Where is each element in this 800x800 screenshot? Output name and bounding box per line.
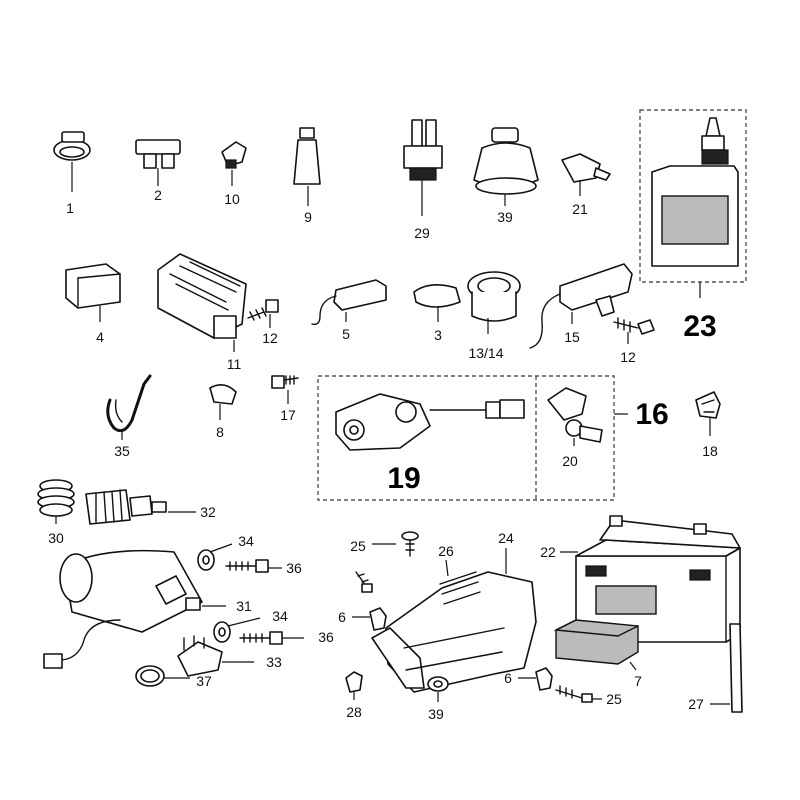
part-28-bulb: [345, 671, 363, 700]
part-7-foam-pad: [553, 619, 639, 671]
part-18-clip: [695, 391, 721, 436]
part-19-ignition-switch: [335, 393, 525, 451]
label-25-bottom: 25: [606, 691, 622, 707]
part-15-sensor: [529, 263, 633, 349]
group-16-box: [317, 375, 615, 501]
label-3: 3: [434, 327, 442, 343]
label-24: 24: [498, 530, 514, 546]
part-33-brush-holder: [177, 635, 254, 677]
label-33: 33: [266, 654, 282, 670]
label-11: 11: [227, 356, 242, 372]
label-34-top: 34: [238, 533, 254, 549]
label-30: 30: [48, 530, 64, 546]
part-25-screw-bottom: [555, 685, 602, 703]
label-12-left: 12: [262, 330, 278, 346]
part-8-clip: [209, 384, 237, 420]
part-4-relay: [65, 263, 121, 322]
part-22-battery: [560, 515, 741, 643]
label-20: 20: [562, 453, 578, 469]
label-13-14: 13/14: [468, 345, 503, 361]
group-23-box: [639, 109, 747, 283]
label-22: 22: [540, 544, 556, 560]
label-9: 9: [304, 209, 312, 225]
label-17: 17: [280, 407, 296, 423]
label-27: 27: [688, 696, 704, 712]
label-28: 28: [346, 704, 362, 720]
label-29: 29: [414, 225, 430, 241]
part-12-screw-right: [613, 317, 655, 344]
part-10-bulb-holder: [221, 141, 247, 186]
part-23-oil-bottle: [651, 117, 739, 267]
part-32-starter-drive: [85, 489, 196, 525]
part-2-fuse: [135, 139, 181, 186]
part-25-screw-side: [355, 571, 373, 593]
label-6-bottom: 6: [504, 670, 512, 686]
part-6-holder-bottom: [518, 667, 553, 691]
label-1: 1: [66, 200, 74, 216]
label-37: 37: [196, 673, 212, 689]
part-3-clip: [413, 284, 461, 322]
label-8: 8: [216, 424, 224, 440]
label-7: 7: [634, 673, 642, 689]
label-25-top: 25: [350, 538, 366, 554]
part-20-seat-lock: [547, 387, 603, 446]
label-35: 35: [114, 443, 130, 459]
part-31-starter-motor: [43, 549, 226, 669]
part-36-bolt-bottom: [239, 631, 304, 645]
part-17-bolt: [271, 375, 299, 404]
label-23: 23: [683, 310, 716, 343]
part-37-o-ring: [135, 665, 190, 687]
part-5-sensor: [311, 279, 387, 326]
part-35-cable-tie: [106, 374, 152, 440]
part-36-bolt-top: [225, 559, 282, 573]
part-11-regulator: [157, 253, 247, 352]
part-9-sleeve: [293, 127, 321, 206]
label-15: 15: [564, 329, 580, 345]
label-34-bottom: 34: [272, 608, 288, 624]
part-1-hose-clamp: [53, 131, 91, 192]
label-2: 2: [154, 187, 162, 203]
label-21: 21: [572, 201, 588, 217]
label-16: 16: [635, 398, 668, 431]
label-5: 5: [342, 326, 350, 342]
part-21-connector: [561, 153, 611, 196]
label-26: 26: [438, 543, 454, 559]
part-39-grommet: [427, 676, 449, 702]
part-24-battery-tray: [371, 571, 537, 693]
label-32: 32: [200, 504, 216, 520]
label-6-top: 6: [338, 609, 346, 625]
label-19: 19: [387, 462, 420, 495]
part-29-brake-switch: [403, 119, 443, 216]
part-25-screw-top: [372, 531, 419, 557]
label-39-top: 39: [497, 209, 513, 225]
part-34-washer-bottom: [213, 617, 261, 643]
part-34-washer-top: [197, 543, 233, 571]
label-10: 10: [224, 191, 240, 207]
label-18: 18: [702, 443, 718, 459]
label-31: 31: [236, 598, 252, 614]
part-6-holder-top: [352, 607, 387, 631]
part-30-spring: [37, 479, 75, 524]
part-39-rubber-boot: [473, 127, 539, 206]
part-13-14-horn: [467, 271, 521, 334]
label-4: 4: [96, 329, 104, 345]
label-36-top: 36: [286, 560, 302, 576]
leader-26: [445, 559, 449, 577]
label-36-bottom: 36: [318, 629, 334, 645]
label-39-bottom: 39: [428, 706, 444, 722]
part-27-vent-hose: [710, 623, 743, 713]
part-12-screw-left: [247, 299, 279, 328]
label-12-right: 12: [620, 349, 636, 365]
